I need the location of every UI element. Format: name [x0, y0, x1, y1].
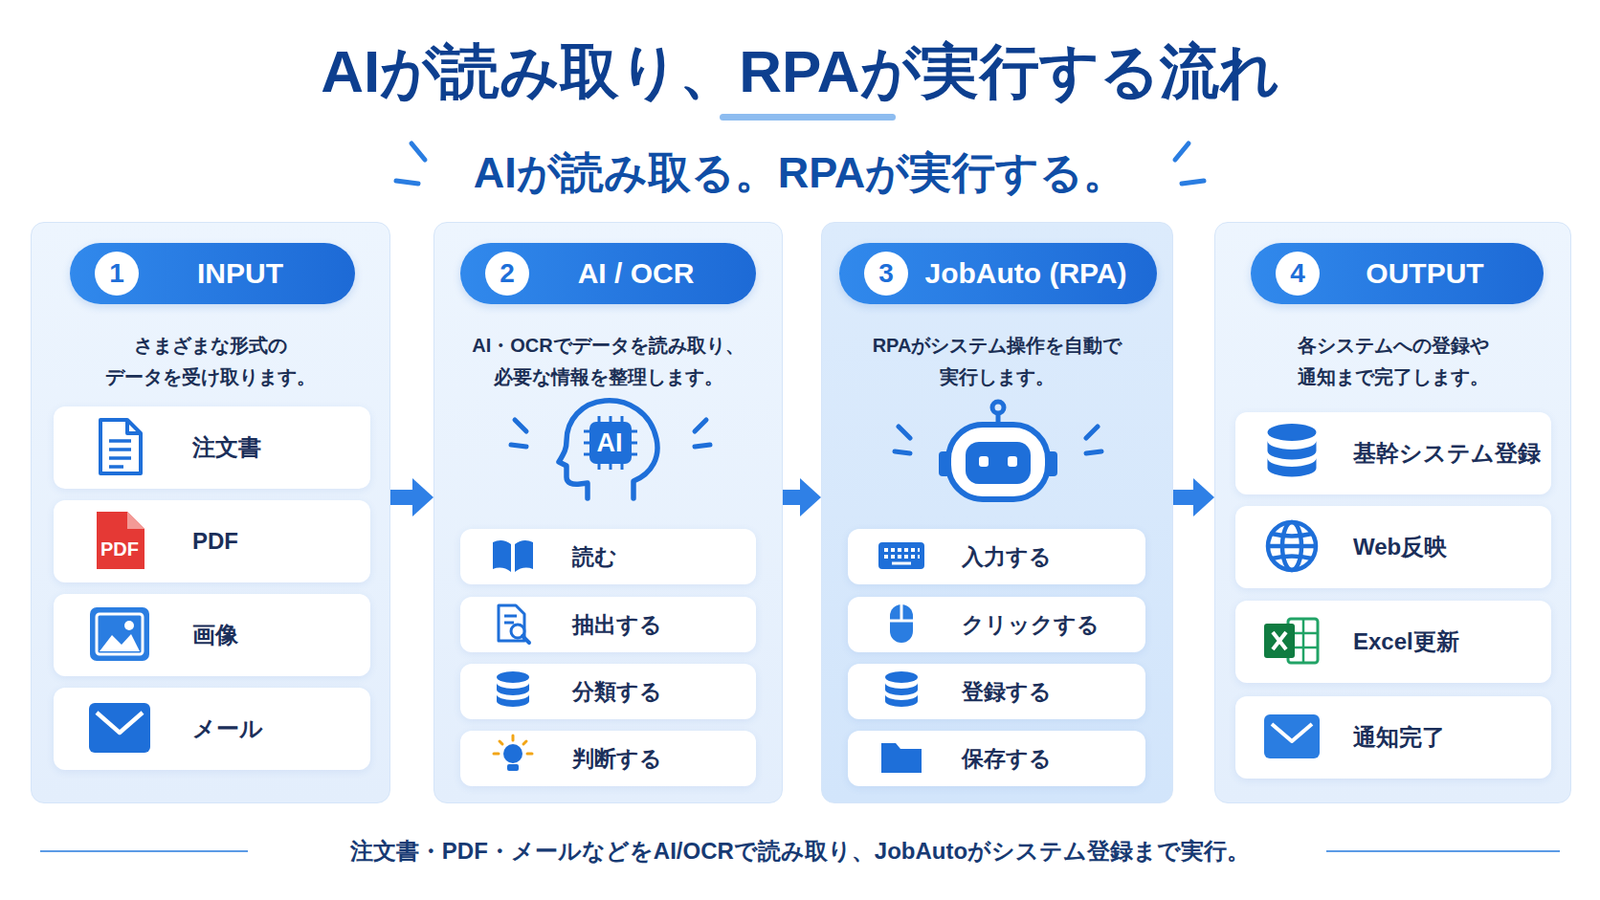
flow-arrow: [390, 489, 415, 506]
icon-text: PDF: [100, 538, 139, 560]
item-card: 登録する: [847, 664, 1146, 720]
step-number: 2: [485, 251, 530, 296]
item-label: クリックする: [961, 610, 1100, 641]
item-card: 基幹システム登録: [1235, 412, 1552, 495]
step-number: 1: [94, 251, 139, 296]
item-card: メール: [53, 688, 371, 771]
item-card: 通知完了: [1235, 696, 1552, 779]
item-label: 入力する: [961, 542, 1052, 573]
title-underline: [719, 113, 896, 121]
stage-header-pill: 3JobAuto (RPA): [839, 243, 1157, 305]
item-label: 読む: [572, 542, 618, 573]
stage-description: RPAがシステム操作を自動で 実行します。: [839, 330, 1156, 394]
stage-title: JobAuto (RPA): [908, 257, 1157, 290]
item-card: 抽出する: [460, 597, 756, 653]
item-label: 基幹システム登録: [1353, 438, 1541, 469]
diagram-caption: 注文書・PDF・メールなどをAI/OCRで読み取り、JobAutoがシステム登録…: [0, 834, 1600, 869]
item-label: PDF: [192, 528, 239, 556]
accent-dashes: [411, 143, 425, 160]
stage-title: AI / OCR: [529, 257, 756, 290]
stage-title: OUTPUT: [1319, 257, 1544, 290]
stage-header-pill: 2AI / OCR: [460, 243, 756, 305]
diagram-title: AIが読み取り、RPAが実行する流れ: [0, 28, 1600, 115]
caption-rule: [1326, 850, 1560, 853]
stage-panel: 各システムへの登録や 通知まで完了します。 4OUTPUT 基幹システム登録 Web反…: [1214, 222, 1572, 804]
item-label: Web反映: [1353, 532, 1447, 563]
item-card: Excel更新: [1235, 600, 1552, 684]
item-label: メール: [192, 713, 264, 745]
item-label: 登録する: [961, 677, 1052, 708]
item-card: 注文書: [53, 406, 371, 489]
stage-description: 各システムへの登録や 通知まで完了します。: [1232, 330, 1554, 394]
item-label: Excel更新: [1353, 626, 1460, 658]
flow-arrow: [782, 489, 802, 506]
stage-description: AI・OCRでデータを読み取り、 必要な情報を整理します。: [451, 330, 765, 394]
item-card: 分類する: [460, 664, 756, 720]
stage-title: INPUT: [138, 257, 356, 290]
step-number: 4: [1275, 251, 1320, 296]
item-card: 判断する: [460, 731, 756, 787]
accent-dashes: [1175, 143, 1189, 160]
item-card: 入力する: [847, 529, 1146, 585]
item-card: 画像: [53, 594, 371, 677]
item-card: 保存する: [847, 731, 1146, 787]
stage-header-pill: 4OUTPUT: [1250, 243, 1544, 305]
item-card: クリックする: [847, 597, 1146, 653]
step-number: 3: [864, 251, 909, 296]
subtitle: AIが読み取る。RPAが実行する。: [473, 149, 1128, 198]
accent-dashes: [1181, 180, 1204, 184]
item-label: 画像: [192, 620, 239, 651]
item-label: 保存する: [961, 744, 1052, 775]
icon-text: AI: [597, 429, 623, 459]
stage-panel: さまざまな形式の データを受け取ります。 1INPUT 注文書 PDF 画像メール: [30, 222, 391, 804]
stage-panel: RPAがシステム操作を自動で 実行します。 3JobAuto (RPA) 入力するク…: [821, 222, 1174, 804]
caption-rule: [40, 850, 248, 853]
accent-dashes: [396, 180, 419, 184]
stage-header-pill: 1INPUT: [69, 243, 356, 305]
item-label: 通知完了: [1353, 722, 1445, 754]
flow-arrow: [1173, 489, 1196, 506]
item-label: 抽出する: [572, 610, 663, 641]
item-card: 読む: [460, 529, 756, 585]
item-card: Web反映: [1235, 506, 1552, 589]
item-label: 分類する: [572, 677, 663, 708]
stage-panel: AI・OCRでデータを読み取り、 必要な情報を整理します。 2AI / OCR 読む…: [433, 222, 783, 804]
stage-description: さまざまな形式の データを受け取ります。: [48, 330, 373, 394]
item-label: 判断する: [572, 744, 663, 775]
item-label: 注文書: [192, 432, 262, 464]
